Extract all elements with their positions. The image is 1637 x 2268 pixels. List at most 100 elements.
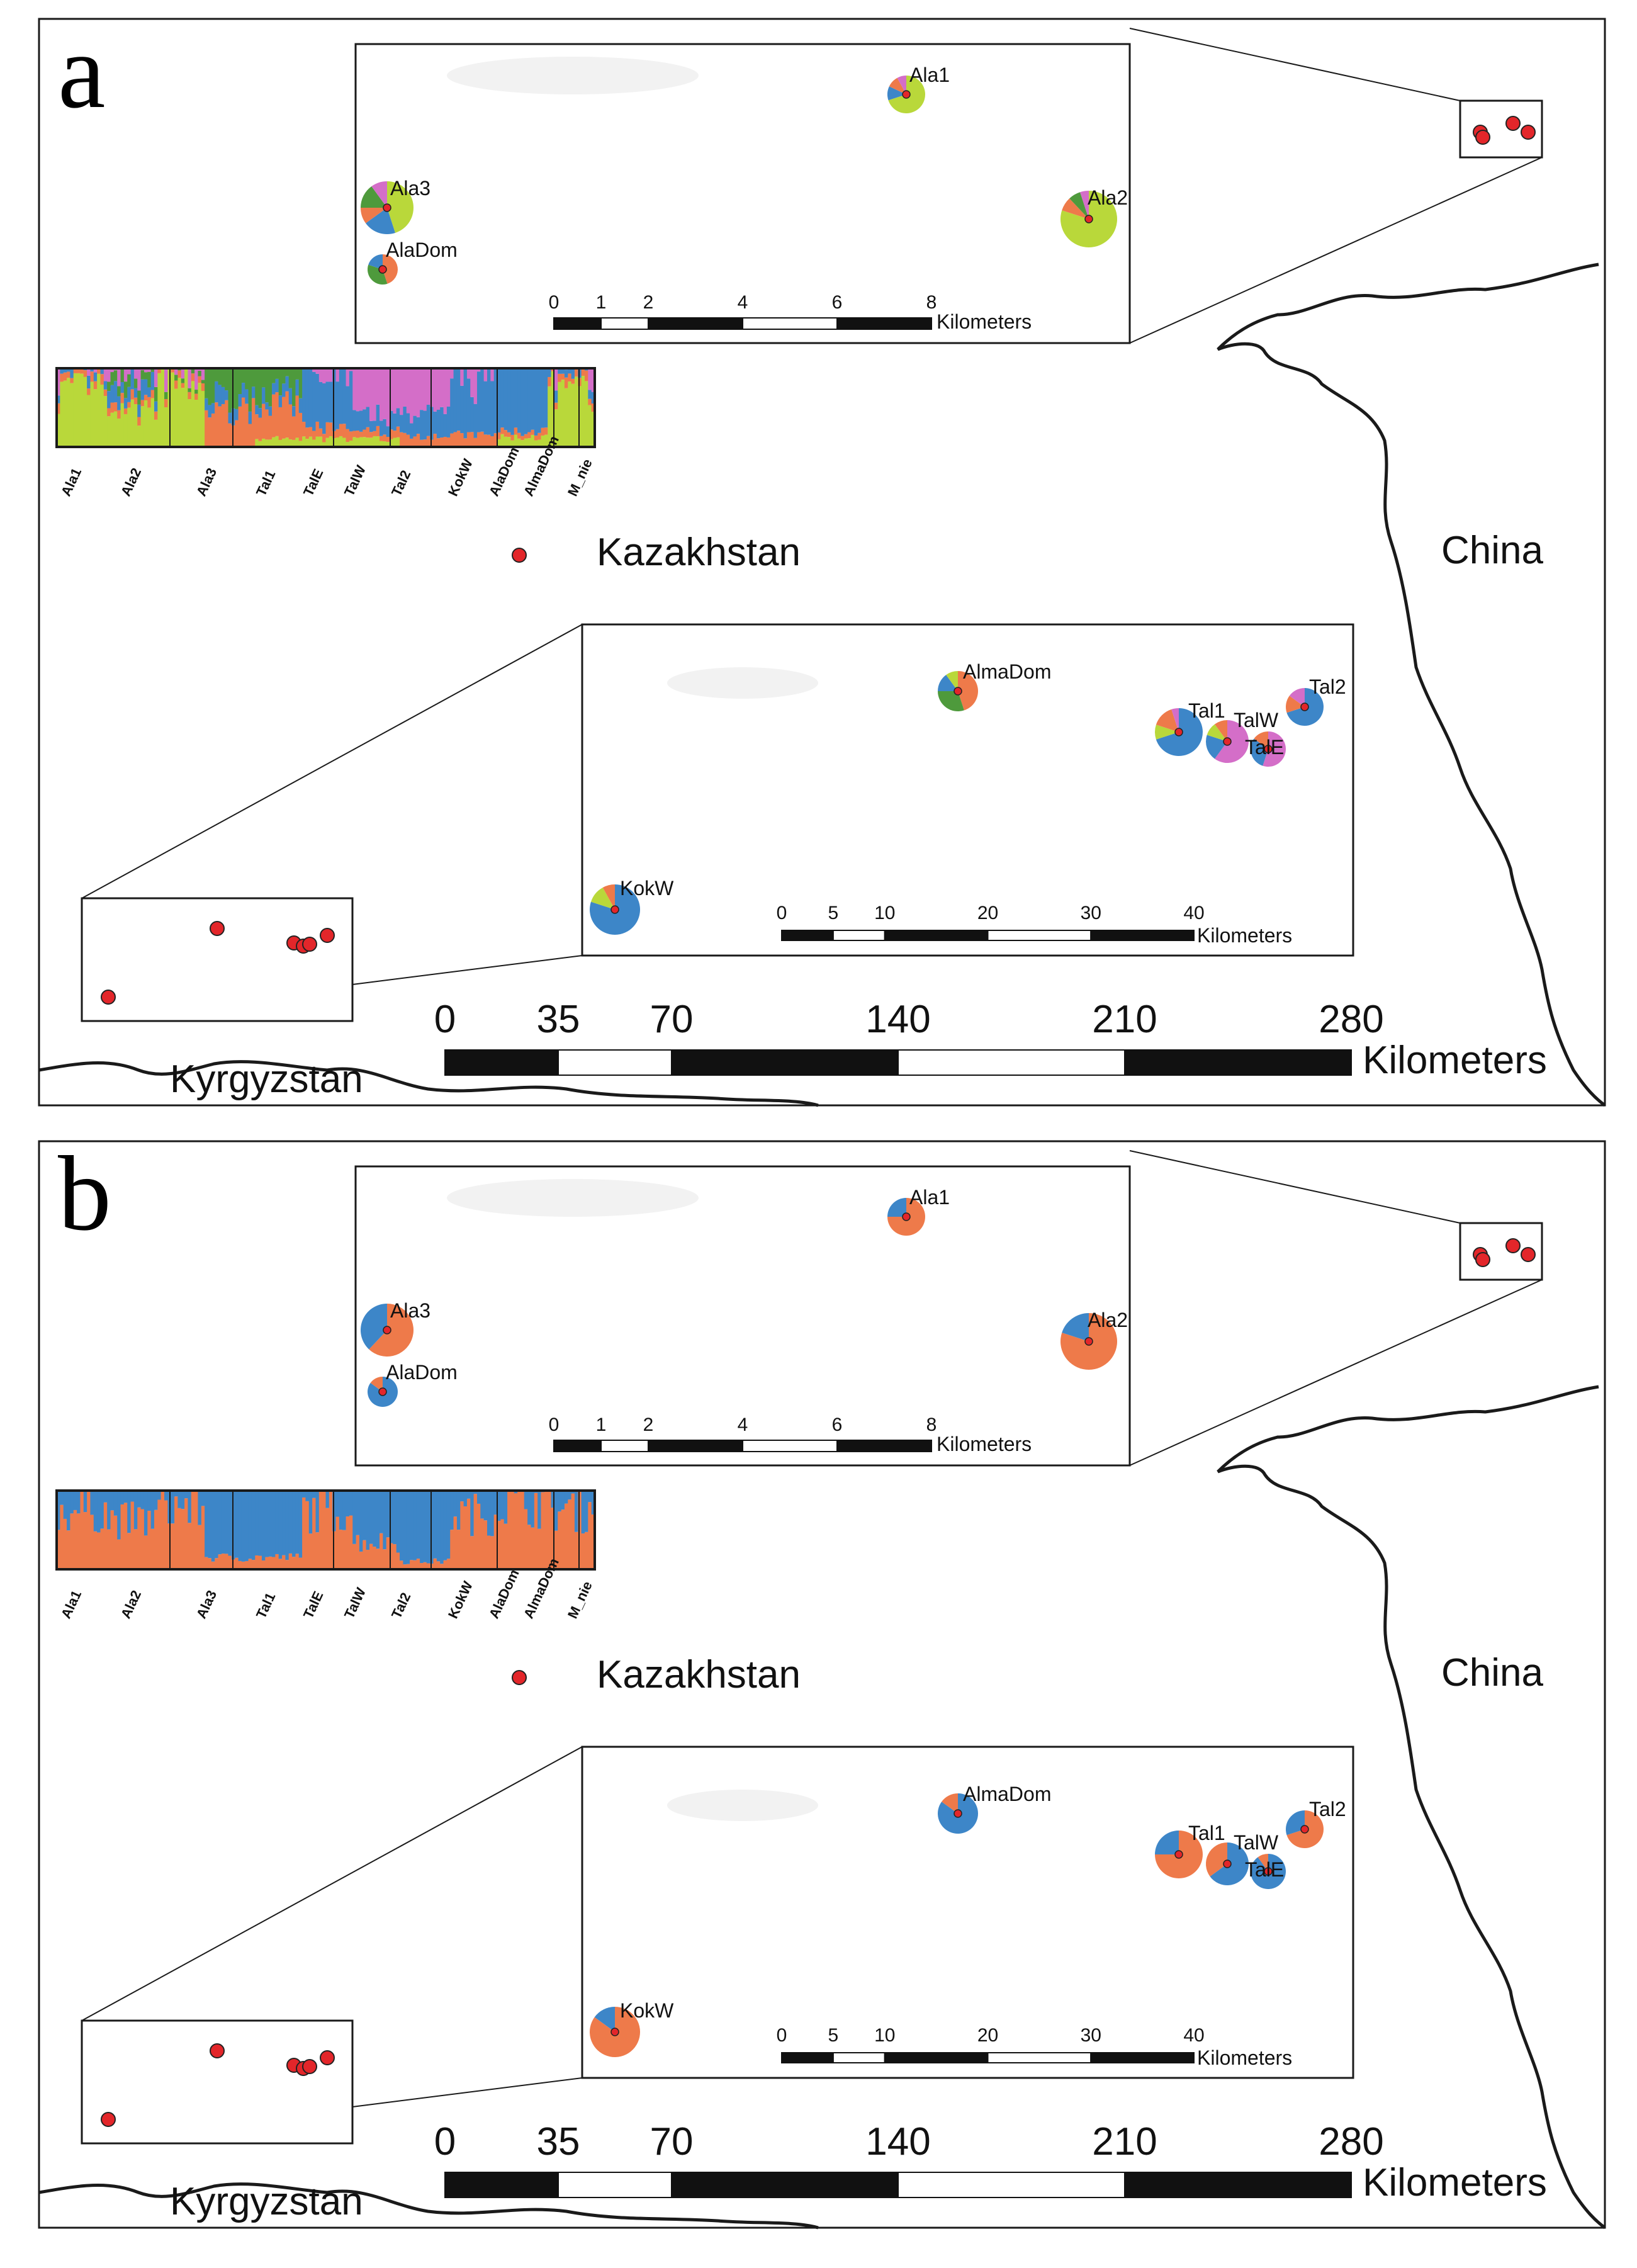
bar-segment-pink	[410, 368, 414, 424]
bar-segment-blue	[77, 1491, 81, 1514]
bar-segment-orange	[503, 1523, 508, 1569]
bar-segment-orange	[466, 1498, 471, 1569]
bar-segment-orange	[113, 1515, 118, 1569]
bar-segment-orange	[463, 438, 468, 447]
bar-segment-lime	[588, 405, 592, 447]
bar-segment-lime	[87, 395, 91, 447]
bar-segment-orange	[376, 1549, 380, 1569]
bar-segment-lime	[285, 437, 290, 447]
bar-segment-blue	[450, 1491, 454, 1530]
bar-segment-orange	[534, 1492, 538, 1569]
bar-segment-orange	[453, 432, 458, 447]
pie-slice-orange	[1286, 696, 1305, 713]
pie-slice-pink	[1263, 731, 1286, 767]
bar-segment-green	[235, 368, 239, 409]
bar-segment-pink	[315, 368, 320, 374]
bar-segment-blue	[470, 397, 475, 432]
bar-segment-orange	[349, 431, 353, 441]
bar-segment-green	[238, 368, 242, 395]
bar-segment-orange	[503, 430, 508, 437]
scale-segment	[884, 2052, 989, 2063]
bar-segment-orange	[363, 1540, 367, 1569]
scale-segment	[444, 2172, 559, 2198]
bar-segment-blue	[63, 368, 67, 373]
bar-segment-blue	[329, 381, 333, 423]
pie-slice-blue	[1155, 1831, 1179, 1854]
bar-segment-blue	[201, 1491, 205, 1506]
site-dot	[1084, 215, 1093, 223]
bar-segment-blue	[352, 410, 357, 431]
bar-segment-pink	[416, 368, 420, 417]
bar-segment-orange	[588, 398, 592, 405]
site-marker	[320, 2050, 335, 2065]
bar-segment-orange	[578, 378, 582, 386]
bar-segment-green	[198, 370, 202, 376]
bar-segment-blue	[241, 383, 245, 398]
bar-segment-blue	[228, 412, 232, 424]
bar-segment-lime	[318, 436, 323, 447]
pie-slice-blue	[887, 1198, 906, 1217]
bar-segment-orange	[574, 1532, 578, 1569]
bar-segment-orange	[67, 371, 70, 378]
bar-segment-blue	[171, 1491, 175, 1524]
bar-segment-blue	[551, 1491, 555, 1508]
site-dot	[1223, 737, 1232, 746]
bar-segment-blue	[561, 368, 565, 374]
bar-segment-lime	[181, 388, 185, 447]
bar-segment-lime	[100, 384, 104, 447]
bar-segment-blue	[57, 1491, 60, 1530]
bar-segment-orange	[103, 389, 108, 397]
bar-segment-blue	[73, 1491, 77, 1510]
bar-segment-blue	[298, 1491, 303, 1558]
bar-segment-lime	[67, 378, 70, 447]
bar-segment-blue	[90, 368, 94, 372]
site-dot	[383, 203, 391, 212]
bar-segment-orange	[386, 1537, 390, 1569]
bar-segment-lime	[305, 439, 310, 447]
bar-segment-orange	[87, 388, 91, 395]
bar-segment-lime	[295, 437, 300, 447]
bar-segment-blue	[103, 1491, 108, 1503]
locator-box-bottom	[81, 897, 354, 1022]
bar-segment-orange	[110, 1510, 115, 1569]
site-marker	[512, 1670, 527, 1685]
scale-tick: 4	[738, 292, 748, 313]
bar-segment-blue	[211, 1491, 215, 1562]
bar-segment-lime	[541, 435, 545, 447]
bar-segment-orange	[184, 1498, 189, 1569]
bar-segment-blue	[275, 1491, 279, 1554]
bar-segment-orange	[430, 1563, 434, 1569]
bar-segment-blue	[295, 379, 300, 396]
bar-segment-blue	[500, 368, 505, 428]
bar-segment-pink	[483, 368, 488, 381]
bar-segment-lime	[154, 419, 158, 447]
scale-segment	[671, 1049, 899, 1076]
bar-segment-blue	[70, 368, 74, 378]
bar-segment-blue	[584, 1491, 588, 1532]
bar-segment-orange	[450, 433, 454, 447]
bar-segment-orange	[332, 431, 337, 439]
bar-segment-orange	[490, 436, 495, 447]
bar-segment-lime	[107, 416, 111, 447]
bar-segment-blue	[349, 371, 353, 432]
bar-segment-blue	[446, 1491, 451, 1559]
bar-segment-orange	[248, 1559, 252, 1569]
bar-segment-lime	[63, 380, 67, 447]
scale-segment	[600, 317, 649, 330]
bar-segment-green	[205, 368, 209, 398]
bar-segment-pink	[490, 368, 495, 381]
bar-segment-blue	[426, 404, 430, 436]
bar-segment-orange	[238, 406, 242, 447]
bar-segment-lime	[514, 434, 518, 447]
bar-segment-blue	[450, 378, 454, 434]
bar-segment-blue	[107, 391, 111, 409]
country-label-china: China	[1441, 1651, 1544, 1695]
scale-segment	[987, 2052, 1092, 2063]
site-label: Tal2	[1309, 1798, 1346, 1820]
bar-segment-lime	[77, 373, 81, 447]
bar-segment-blue	[335, 381, 340, 429]
bar-segment-blue	[100, 1491, 104, 1529]
bar-segment-orange	[346, 1516, 350, 1569]
bar-segment-pink	[194, 368, 199, 390]
